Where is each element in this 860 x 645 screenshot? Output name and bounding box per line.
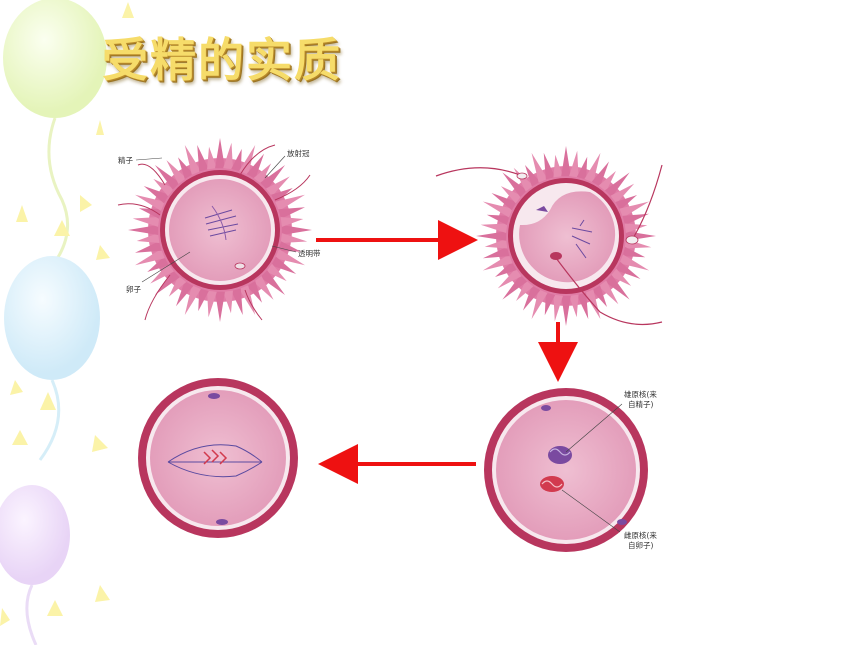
label-male-pronucleus-2: 自精子): [628, 399, 653, 409]
sparkle-stars: [0, 2, 134, 626]
label-egg: 卵子: [126, 284, 141, 294]
spindle: [204, 205, 239, 241]
sperm-2: [435, 164, 663, 326]
green-balloon-icon: [3, 0, 107, 282]
label-female-pronucleus-2: 自卵子): [628, 540, 653, 550]
cell-zygote: [138, 378, 298, 538]
spindle-2: [571, 219, 593, 259]
purple-balloon-icon: [0, 485, 70, 645]
blue-balloon-icon: [4, 256, 100, 461]
cell-pronuclei: 雄原核(来 自精子) 雌原核(来 自卵子): [484, 388, 657, 552]
cell-egg-with-sperm: [117, 138, 312, 322]
label-sperm: 精子: [118, 155, 133, 165]
cell1-labels: 精子 放射冠 透明带 卵子: [118, 148, 321, 294]
slide-title: 受精的实质: [102, 33, 342, 87]
cell-sperm-penetration: [435, 146, 663, 326]
sperm-tails: [117, 144, 311, 321]
male-pronucleus: [548, 446, 572, 464]
metaphase-spindle: [167, 444, 263, 478]
label-female-pronucleus-1: 雌原核(来: [624, 530, 657, 540]
label-zona: 透明带: [298, 249, 321, 258]
label-male-pronucleus-1: 雄原核(来: [624, 389, 657, 399]
female-pronucleus: [540, 476, 564, 492]
label-corona: 放射冠: [287, 148, 310, 158]
